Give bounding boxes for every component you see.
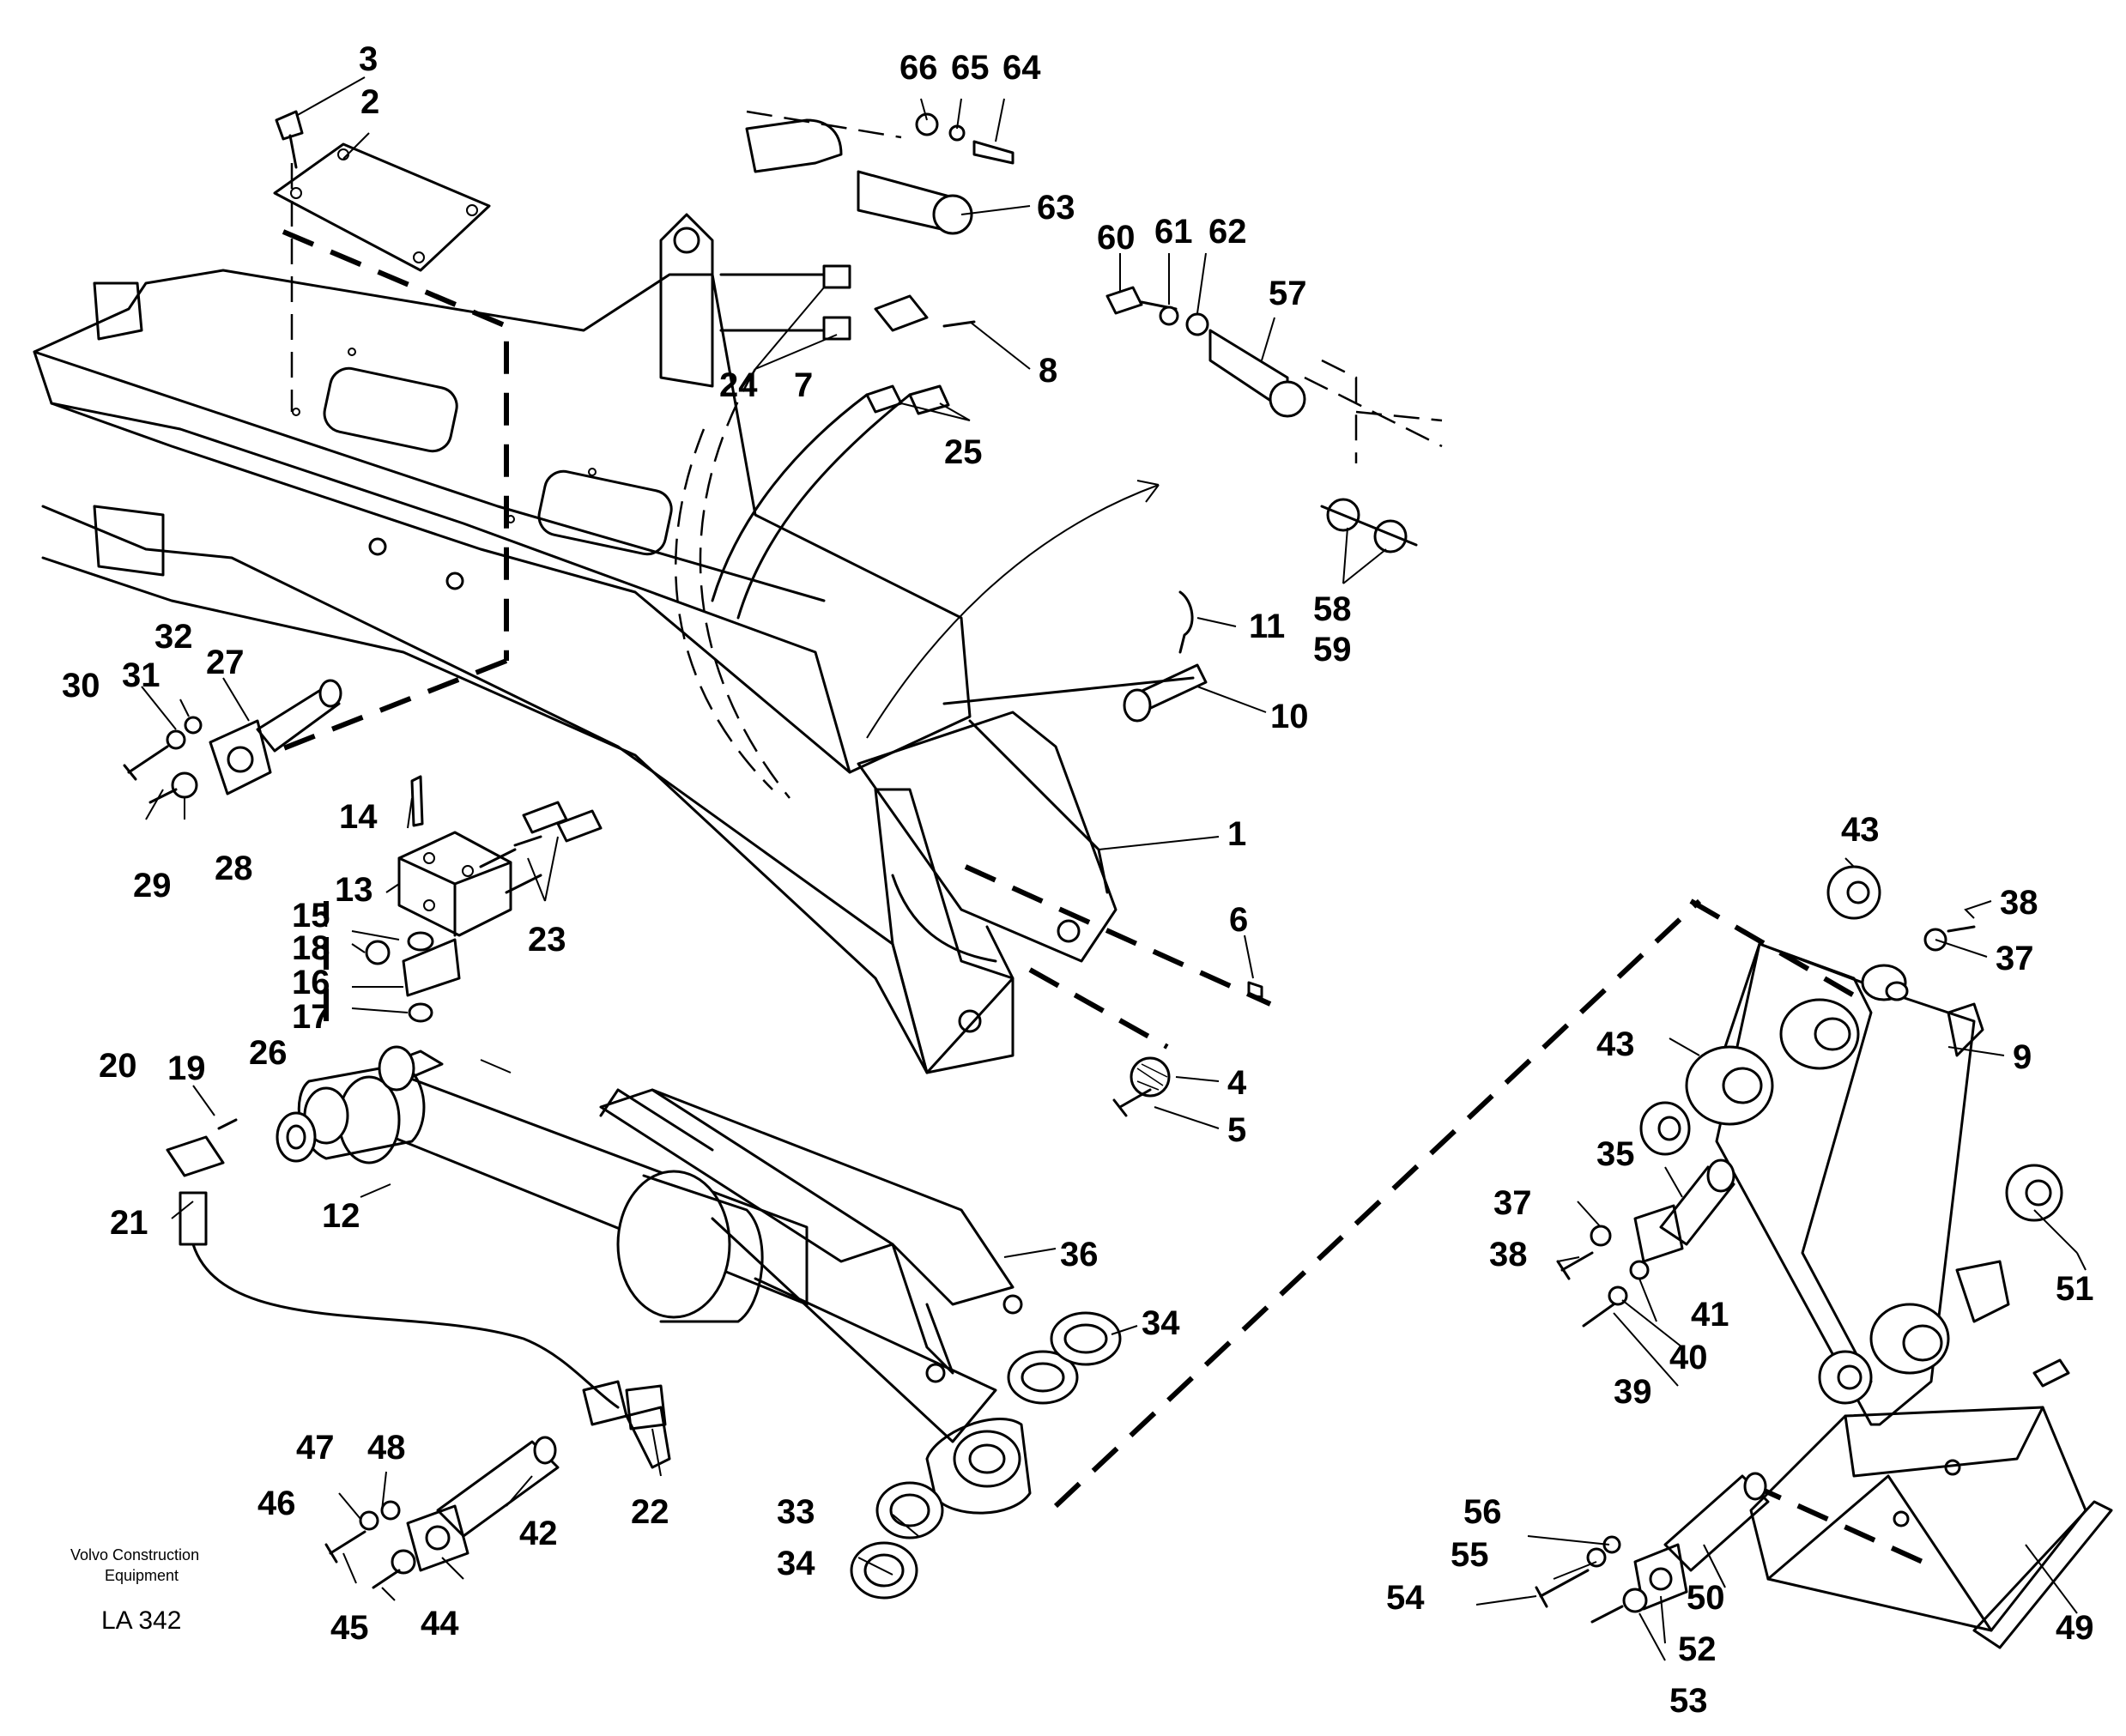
callout-9: 9 bbox=[2013, 1038, 2032, 1076]
callout-14: 14 bbox=[339, 798, 378, 836]
callout-54: 54 bbox=[1386, 1579, 1425, 1617]
callout-30: 30 bbox=[62, 667, 100, 705]
callout-57: 57 bbox=[1269, 275, 1307, 312]
callout-8: 8 bbox=[1039, 352, 1057, 390]
hydraulic-cylinder bbox=[297, 1049, 1032, 1515]
callout-41: 41 bbox=[1691, 1296, 1729, 1334]
callout-49: 49 bbox=[2056, 1609, 2094, 1647]
callout-65: 65 bbox=[951, 49, 990, 87]
callout-44: 44 bbox=[421, 1605, 459, 1642]
callout-20: 20 bbox=[99, 1047, 137, 1085]
callout-2: 2 bbox=[360, 83, 379, 121]
credit-block: Volvo Construction Equipment LA 342 bbox=[70, 1546, 199, 1635]
callout-27: 27 bbox=[206, 644, 245, 681]
callout-34-upper: 34 bbox=[1142, 1304, 1180, 1342]
callout-7: 7 bbox=[794, 366, 813, 404]
hydraulic-hoses bbox=[711, 264, 976, 620]
cover-bolt bbox=[275, 110, 304, 169]
callout-53: 53 bbox=[1669, 1682, 1708, 1720]
callout-5: 5 bbox=[1227, 1111, 1246, 1149]
callout-23: 23 bbox=[528, 921, 566, 959]
callout-59: 59 bbox=[1313, 631, 1352, 668]
callout-12: 12 bbox=[322, 1197, 360, 1235]
callout-31: 31 bbox=[122, 656, 161, 694]
callout-labels: 3 2 66 65 64 63 60 61 62 57 24 7 8 25 58… bbox=[62, 40, 2094, 1720]
callout-28: 28 bbox=[215, 850, 253, 887]
linkage-pin bbox=[1556, 1158, 1735, 1328]
callout-50: 50 bbox=[1687, 1579, 1725, 1617]
boom-frame bbox=[33, 213, 1118, 1074]
callout-13: 13 bbox=[335, 871, 373, 909]
callout-40: 40 bbox=[1669, 1339, 1708, 1376]
callout-48: 48 bbox=[367, 1429, 406, 1467]
top-pin-assembly bbox=[745, 110, 1015, 235]
callout-19: 19 bbox=[167, 1049, 206, 1087]
callout-32: 32 bbox=[154, 618, 193, 656]
callout-24: 24 bbox=[719, 366, 758, 404]
lock-pin bbox=[942, 590, 1208, 723]
callout-66: 66 bbox=[899, 49, 938, 87]
callout-18: 18 bbox=[292, 929, 330, 967]
lower-left-pin bbox=[324, 1406, 671, 1589]
callout-47: 47 bbox=[296, 1429, 335, 1467]
callout-60: 60 bbox=[1097, 219, 1136, 257]
callout-26: 26 bbox=[249, 1034, 288, 1072]
valve-block bbox=[365, 775, 603, 1023]
callout-34-lower: 34 bbox=[777, 1545, 815, 1582]
right-upper-pin bbox=[1105, 286, 1443, 553]
assembly-guide-lines bbox=[264, 163, 1924, 1564]
callout-51: 51 bbox=[2056, 1270, 2094, 1308]
callout-62: 62 bbox=[1208, 213, 1247, 251]
callout-38-top: 38 bbox=[2000, 884, 2038, 922]
callout-58: 58 bbox=[1313, 590, 1352, 628]
callout-25: 25 bbox=[944, 433, 983, 471]
callout-43-top: 43 bbox=[1841, 811, 1880, 849]
callout-42: 42 bbox=[519, 1515, 558, 1552]
cylinder-hose bbox=[166, 1118, 667, 1431]
callout-22: 22 bbox=[631, 1493, 669, 1531]
callout-17: 17 bbox=[292, 998, 330, 1036]
callout-1: 1 bbox=[1227, 815, 1246, 853]
callout-37-mid: 37 bbox=[1493, 1184, 1532, 1222]
linkage-washers bbox=[1639, 865, 2063, 1405]
callout-21: 21 bbox=[110, 1204, 148, 1242]
lift-linkage bbox=[1685, 942, 2010, 1426]
washers bbox=[276, 1045, 1122, 1600]
callout-63: 63 bbox=[1037, 189, 1075, 227]
rod-end-bracket bbox=[599, 1088, 1023, 1383]
callout-15: 15 bbox=[292, 897, 330, 935]
callout-43-mid: 43 bbox=[1596, 1025, 1635, 1063]
credit-line-2: Equipment bbox=[105, 1567, 179, 1584]
boom-fasteners bbox=[1112, 981, 1263, 1117]
callout-4: 4 bbox=[1227, 1064, 1247, 1102]
lower-right-pin bbox=[1535, 1472, 1770, 1624]
callout-33: 33 bbox=[777, 1493, 815, 1531]
callout-55: 55 bbox=[1451, 1536, 1489, 1574]
callout-45: 45 bbox=[330, 1609, 369, 1647]
callout-16: 16 bbox=[292, 964, 330, 1001]
callout-3: 3 bbox=[359, 40, 378, 78]
bucket-bracket bbox=[1749, 1358, 2113, 1649]
callout-10: 10 bbox=[1270, 698, 1309, 735]
callout-29: 29 bbox=[133, 867, 172, 904]
callout-38-mid: 38 bbox=[1489, 1236, 1528, 1273]
callout-36: 36 bbox=[1060, 1236, 1099, 1273]
callout-35: 35 bbox=[1596, 1135, 1635, 1173]
callout-37-top: 37 bbox=[1996, 940, 2034, 977]
callout-11: 11 bbox=[1249, 608, 1285, 645]
callout-64: 64 bbox=[1002, 49, 1041, 87]
callout-52: 52 bbox=[1678, 1630, 1717, 1668]
callout-61: 61 bbox=[1154, 213, 1193, 251]
leader-lines bbox=[141, 76, 2087, 1661]
callout-46: 46 bbox=[257, 1485, 296, 1522]
callout-39: 39 bbox=[1614, 1373, 1652, 1411]
diagram-code: LA 342 bbox=[101, 1606, 181, 1635]
callout-6: 6 bbox=[1229, 901, 1248, 939]
cover-plate bbox=[273, 142, 491, 272]
callout-56: 56 bbox=[1463, 1493, 1502, 1531]
left-upper-pin bbox=[123, 679, 342, 804]
credit-line-1: Volvo Construction bbox=[70, 1546, 199, 1564]
